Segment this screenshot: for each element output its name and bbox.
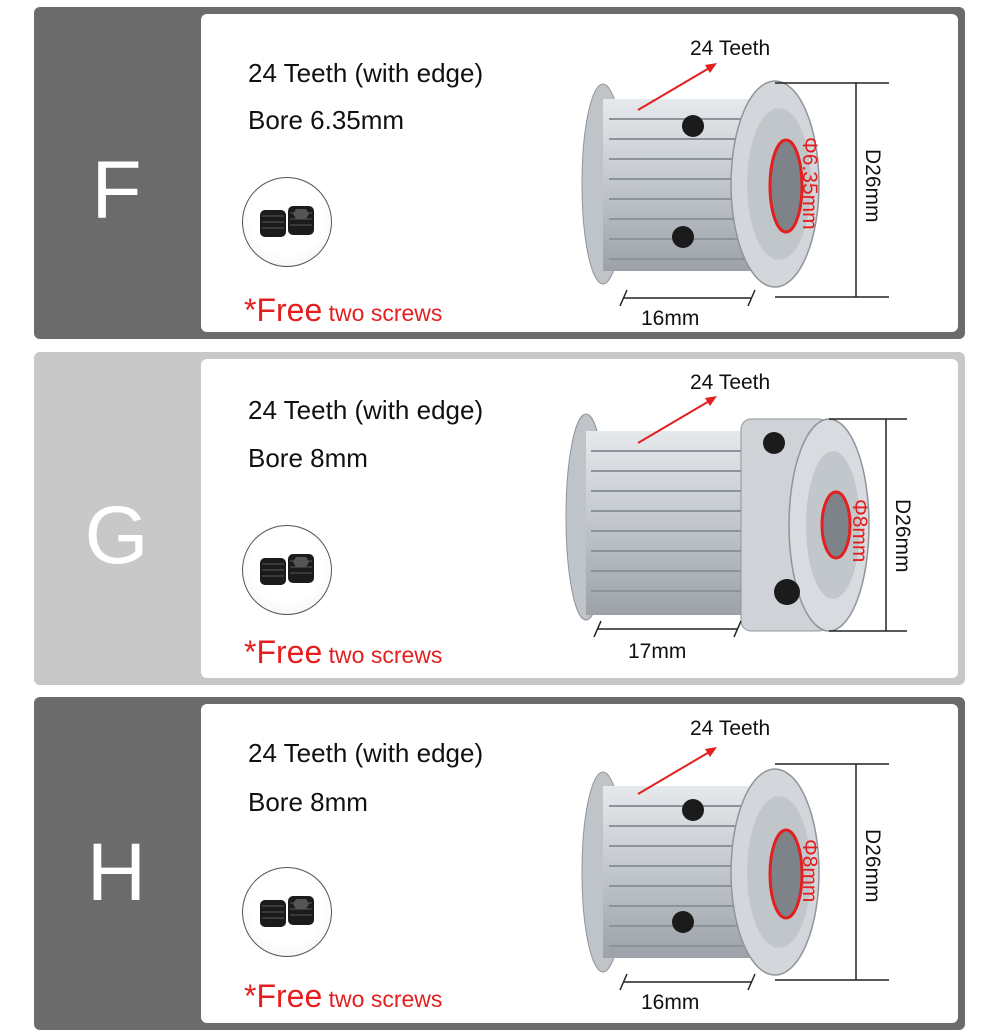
product-panel-f: F 24 Teeth (with edge) Bore 6.35mm *Free… <box>34 7 965 339</box>
free-screws-note: *Free two screws <box>244 978 442 1015</box>
free-detail: two screws <box>322 642 443 668</box>
teeth-callout: 24 Teeth <box>690 37 770 60</box>
free-screws-note: *Free two screws <box>244 292 442 329</box>
product-card: 24 Teeth (with edge) Bore 8mm *Free two … <box>201 704 958 1023</box>
screws-photo <box>242 867 332 957</box>
set-screws-icon <box>260 206 314 237</box>
free-screws-note: *Free two screws <box>244 634 442 671</box>
variant-letter: F <box>91 145 142 236</box>
bore-spec: Bore 6.35mm <box>248 105 405 135</box>
diameter-dimension: D26mm <box>891 499 914 573</box>
diameter-dimension: D26mm <box>861 829 884 903</box>
product-title: 24 Teeth (with edge) <box>248 738 484 768</box>
set-screws-icon <box>260 896 314 927</box>
pulley-diagram: 24 Teeth D26mm Φ8mm 16mm <box>581 717 889 1014</box>
length-dimension: 16mm <box>641 307 699 330</box>
pulley-icon <box>565 413 870 632</box>
pulley-icon <box>581 80 820 288</box>
teeth-callout: 24 Teeth <box>690 371 770 394</box>
free-label: *Free <box>244 634 323 670</box>
screws-photo <box>242 525 332 615</box>
pulley-diagram: 24 Teeth D26mm Φ6.35mm 16mm <box>581 37 889 330</box>
free-label: *Free <box>244 292 323 328</box>
product-card: 24 Teeth (with edge) Bore 6.35mm *Free t… <box>201 14 958 332</box>
product-panel-g: G 24 Teeth (with edge) Bore 8mm *Free tw… <box>34 352 965 685</box>
product-title: 24 Teeth (with edge) <box>248 58 484 88</box>
bore-dimension: Φ8mm <box>848 499 871 562</box>
variant-letter: H <box>86 827 147 918</box>
free-detail: two screws <box>322 300 443 326</box>
product-panel-h: H 24 Teeth (with edge) Bore 8mm *Free tw… <box>34 697 965 1030</box>
pulley-icon <box>581 768 820 976</box>
teeth-callout: 24 Teeth <box>690 717 770 740</box>
length-dimension: 16mm <box>641 991 699 1014</box>
product-title: 24 Teeth (with edge) <box>248 395 484 425</box>
bore-spec: Bore 8mm <box>248 443 368 473</box>
free-detail: two screws <box>322 986 443 1012</box>
length-dimension: 17mm <box>628 640 686 663</box>
bore-dimension: Φ6.35mm <box>798 137 821 230</box>
pulley-diagram: 24 Teeth D26mm Φ8mm 17mm <box>565 371 914 663</box>
bore-dimension: Φ8mm <box>798 839 821 902</box>
screws-photo <box>242 177 332 267</box>
bore-spec: Bore 8mm <box>248 787 368 817</box>
diameter-dimension: D26mm <box>861 149 884 223</box>
product-card: 24 Teeth (with edge) Bore 8mm *Free two … <box>201 359 958 678</box>
set-screws-icon <box>260 554 314 585</box>
free-label: *Free <box>244 978 323 1014</box>
variant-letter: G <box>84 490 149 581</box>
